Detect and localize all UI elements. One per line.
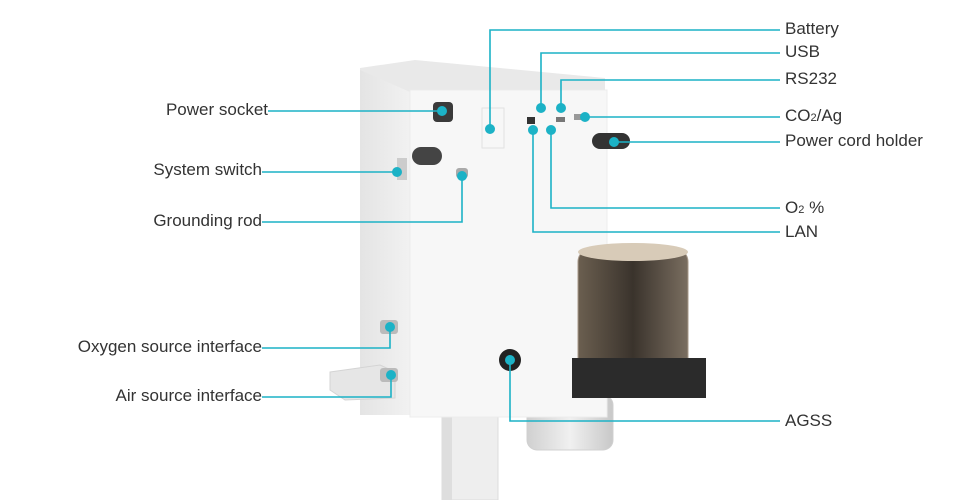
tray: [329, 364, 396, 401]
label-grounding-rod: Grounding rod: [153, 211, 262, 230]
label-battery: Battery: [785, 19, 839, 38]
o2-tail: %: [804, 198, 825, 217]
label-system-switch: System switch: [153, 160, 262, 179]
label-co2-ag: CO2/Ag: [785, 106, 842, 128]
agss-holder: [572, 358, 706, 398]
label-rs232: RS232: [785, 69, 837, 88]
label-agss: AGSS: [785, 411, 833, 430]
o2-sub: 2: [798, 204, 805, 216]
label-air-source: Air source interface: [115, 386, 262, 405]
co2-tail: /Ag: [816, 106, 843, 125]
label-power-socket: Power socket: [165, 100, 268, 119]
callout-dots: [385, 103, 619, 380]
leader-lines: [262, 29, 780, 422]
label-power-cord-holder: Power cord holder: [785, 131, 923, 150]
label-lan: LAN: [785, 222, 819, 241]
co2-main: CO: [785, 106, 811, 125]
label-o2: O2 %: [785, 198, 824, 220]
housing-side: [360, 70, 412, 415]
co2-sub: 2: [810, 112, 817, 124]
o2-main: O: [785, 198, 799, 217]
housing-top: [360, 60, 605, 98]
label-usb: USB: [785, 42, 820, 61]
label-oxygen-source: Oxygen source interface: [77, 337, 262, 356]
